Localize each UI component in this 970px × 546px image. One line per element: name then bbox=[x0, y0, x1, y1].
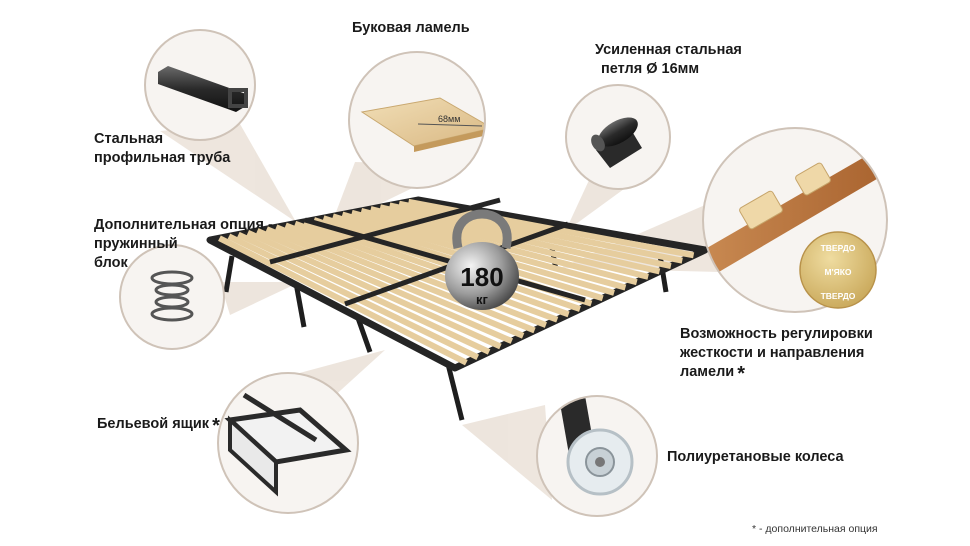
steel-tube-icon bbox=[158, 66, 246, 112]
label-adjustment-line1: Возможность регулировки bbox=[680, 326, 873, 342]
callout-steel-loop bbox=[565, 84, 671, 190]
slat bbox=[265, 226, 525, 339]
label-spring-option-line2: пружинный bbox=[94, 236, 178, 252]
stiffness-dial bbox=[799, 231, 877, 309]
slat bbox=[303, 218, 570, 318]
spring-icon bbox=[150, 270, 194, 322]
wheel-icon bbox=[559, 398, 634, 496]
footnote-star: * bbox=[752, 523, 757, 535]
label-beech-slat: Буковая ламель bbox=[352, 19, 470, 38]
label-steel-tube-line2: профильная труба bbox=[94, 150, 231, 166]
label-laundry-box-line: Бельевой ящик* bbox=[97, 415, 220, 436]
beech-slat-icon bbox=[360, 97, 485, 147]
slat bbox=[237, 231, 491, 355]
label-adjustment-line3: ламели* bbox=[680, 363, 873, 384]
label-steel-loop-line2: петля Ø 16мм bbox=[601, 61, 700, 77]
label-steel-tube: Стальная профильная труба bbox=[94, 130, 230, 168]
label-steel-tube-line1: Стальная bbox=[94, 131, 164, 147]
label-adjustment-line3-text: ламели bbox=[680, 364, 735, 380]
footnote: * - дополнительная опция bbox=[752, 523, 878, 535]
asterisk-laundry: * bbox=[212, 415, 220, 437]
steel-loop-icon bbox=[591, 117, 642, 168]
callout-wheels bbox=[536, 395, 658, 517]
slat-holder-icon bbox=[739, 190, 783, 230]
label-wheels-text: Полиуретановые колеса bbox=[667, 449, 844, 465]
kettlebell-unit: кг bbox=[476, 292, 489, 307]
kettlebell: 180 кг bbox=[445, 209, 519, 310]
slat bbox=[246, 229, 502, 350]
label-steel-loop-line1: Усиленная стальная bbox=[595, 42, 742, 58]
callout-adjustment: ТВЕРДО М'ЯКО ТВЕРДО bbox=[702, 127, 888, 313]
slat bbox=[256, 228, 514, 344]
label-adjustment: Возможность регулировки жесткости и напр… bbox=[680, 325, 873, 384]
label-adjustment-line2: жесткости и направления bbox=[680, 345, 865, 361]
kettlebell-weight: 180 bbox=[460, 262, 503, 292]
asterisk-adjust: * bbox=[737, 363, 745, 385]
label-laundry-box-text: Бельевой ящик bbox=[97, 416, 210, 432]
stiffness-hard-bottom: ТВЕРДО bbox=[821, 291, 856, 301]
laundry-box-icon bbox=[224, 392, 352, 497]
callout-steel-tube bbox=[144, 29, 256, 141]
slat-width-label: 68мм bbox=[438, 114, 460, 124]
label-laundry-box: Бельевой ящик* bbox=[97, 415, 220, 436]
label-spring-option-line1: Дополнительная опция - bbox=[94, 217, 273, 233]
label-spring-option-line3: блок bbox=[94, 255, 128, 271]
slat bbox=[284, 222, 547, 328]
callout-beech-slat: 68мм bbox=[348, 51, 486, 189]
callout-spring-block bbox=[119, 244, 225, 350]
label-beech-slat-text: Буковая ламель bbox=[352, 20, 470, 36]
slat bbox=[227, 233, 480, 360]
slat bbox=[294, 220, 559, 323]
slat bbox=[218, 235, 468, 366]
slat bbox=[275, 224, 536, 334]
label-spring-option: Дополнительная опция - пружинный блок bbox=[94, 216, 273, 273]
stiffness-hard-top: ТВЕРДО bbox=[821, 243, 856, 253]
callout-laundry-box bbox=[217, 372, 359, 514]
stiffness-soft: М'ЯКО bbox=[824, 267, 851, 277]
label-steel-loop: Усиленная стальная петля Ø 16мм bbox=[595, 41, 742, 79]
footnote-text: - дополнительная опция bbox=[756, 523, 878, 535]
label-wheels: Полиуретановые колеса bbox=[667, 448, 844, 467]
